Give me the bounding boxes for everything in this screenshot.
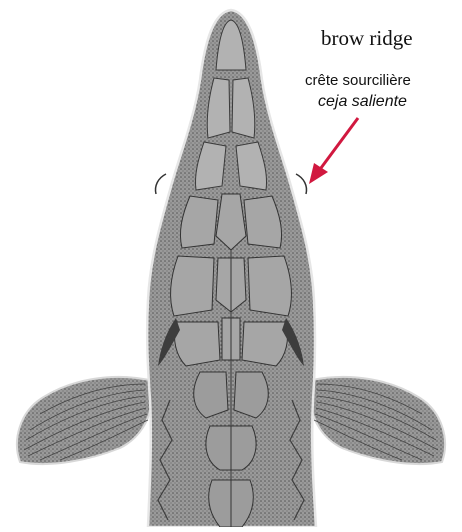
brow-ridge (296, 174, 307, 194)
callout-label-english: brow ridge (321, 26, 413, 51)
callout-label-french: crête sourcilière (305, 72, 411, 89)
callout-label-spanish: ceja saliente (318, 93, 407, 111)
brow-ridge-left (155, 174, 166, 194)
callout-arrow-line (318, 118, 358, 172)
callout-arrowhead (309, 163, 328, 184)
